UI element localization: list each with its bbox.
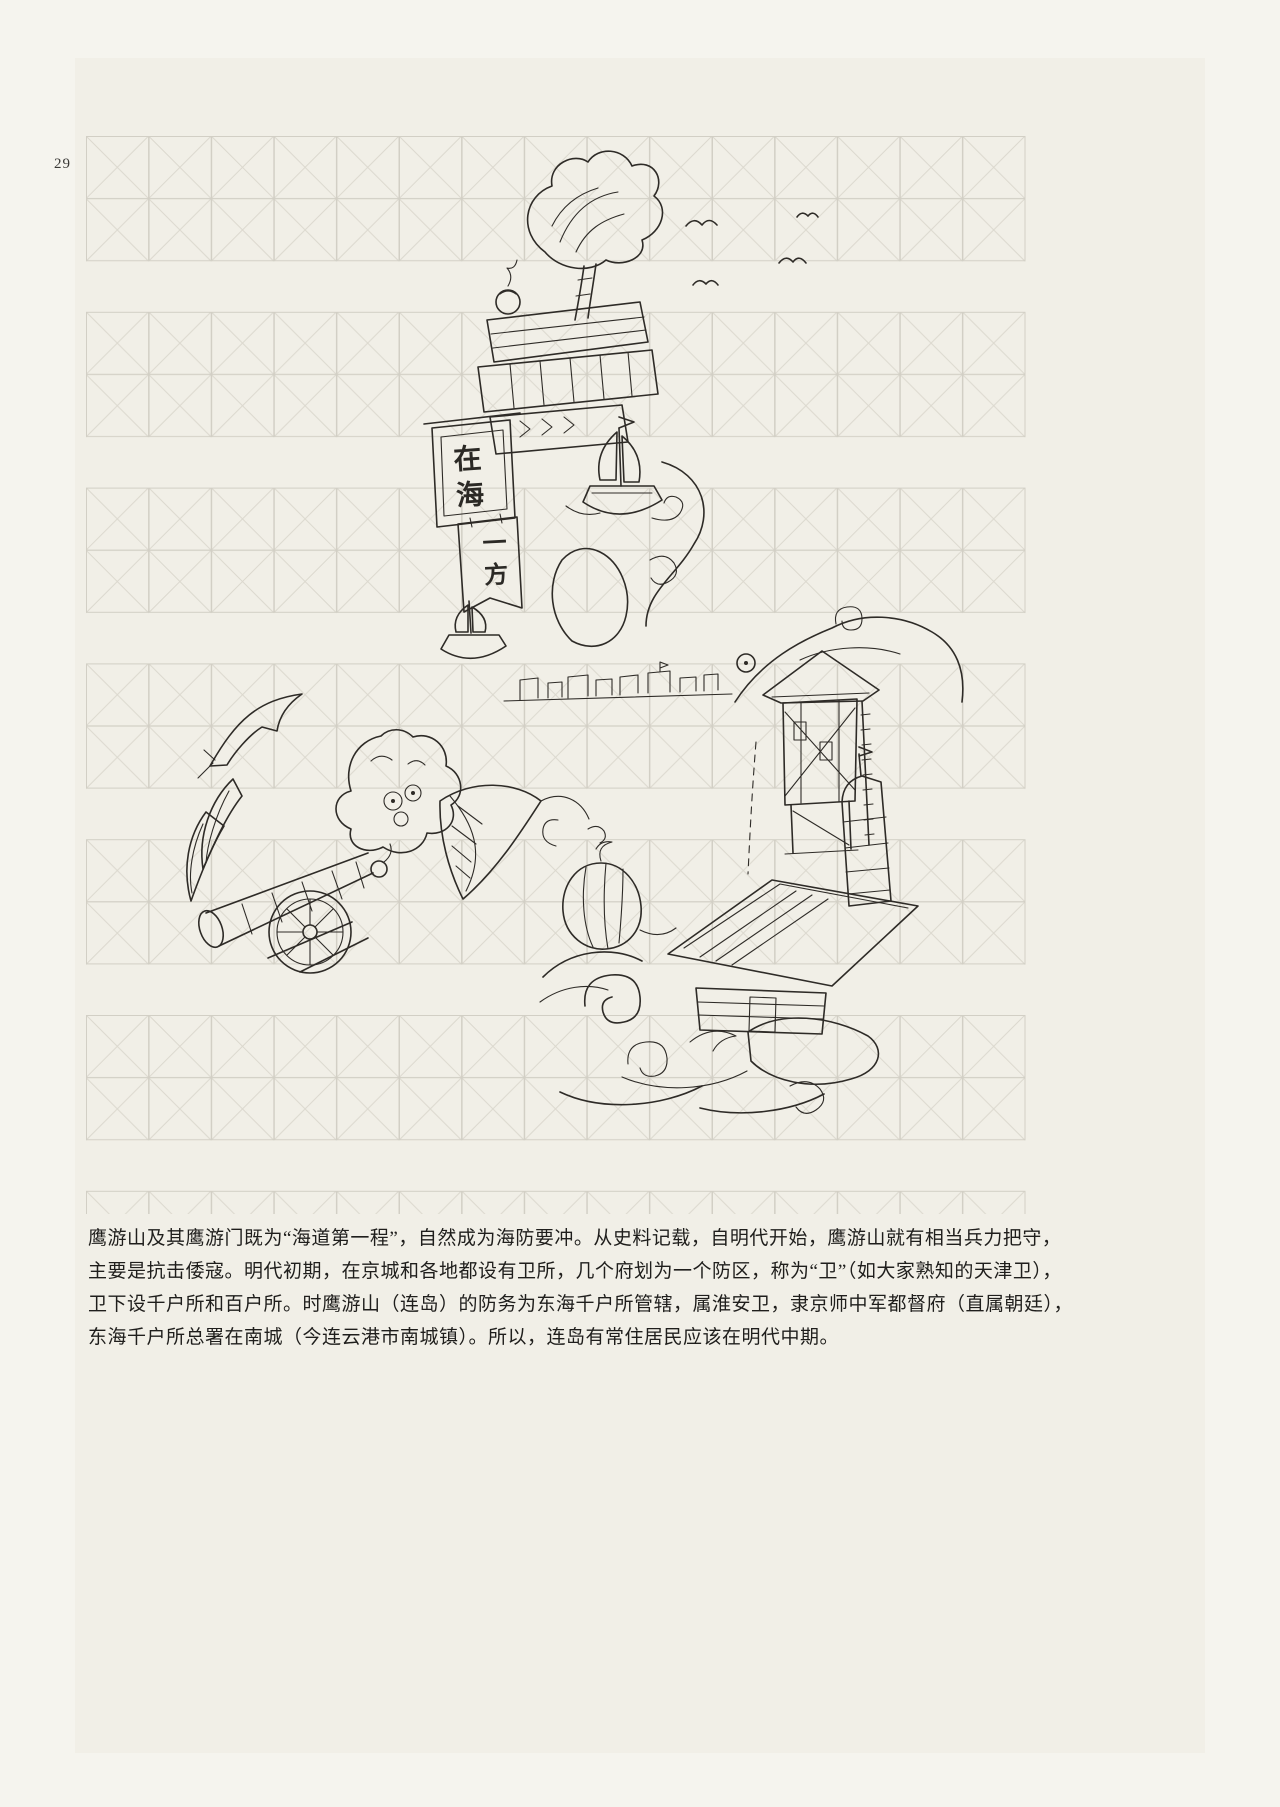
- sailing-ship: [565, 416, 684, 521]
- distant-town-row: [503, 661, 733, 702]
- palm-canopy: [526, 150, 664, 321]
- cannon: [197, 843, 392, 974]
- rock-base: [747, 1017, 880, 1085]
- banner-text-top: 在海: [448, 442, 485, 517]
- pagoda-tower: [841, 746, 892, 907]
- coastal-house: [667, 879, 919, 1035]
- banner-text-bottom: 一方: [477, 529, 507, 595]
- mid-swirl: [645, 461, 705, 627]
- vertical-banner: [423, 412, 523, 613]
- feather-leaves: [186, 778, 243, 902]
- sky-birds-icon: [685, 212, 819, 286]
- watchtower: [762, 650, 880, 855]
- small-boat: [440, 600, 507, 660]
- paragraph-line: 东海千户所总署在南城（今连云港市南城镇）。所以，连岛有常住居民应该在明代中期。: [88, 1327, 840, 1348]
- paragraph-line: 鹰游山及其鹰游门既为“海道第一程”，自然成为海防要冲。从史料记载，自明代开始，鹰…: [88, 1228, 1062, 1249]
- bottom-waves: [539, 951, 825, 1114]
- paragraph-line: 主要是抗击倭寇。明代初期，在京城和各地都设有卫所，几个府划为一个防区，称为“卫”…: [88, 1261, 1062, 1282]
- swallow-bird-icon: [197, 693, 303, 779]
- netted-basket: [551, 547, 629, 647]
- octopus-rock: [335, 728, 462, 854]
- paragraph-line: 卫下设千户所和百户所。时鹰游山（连岛）的防务为东海千户所管辖，属淮安卫，隶京师中…: [88, 1294, 1074, 1315]
- dashed-guide-line: [747, 741, 757, 875]
- stacked-crates: [477, 259, 659, 455]
- page-number: 29: [54, 156, 71, 172]
- body-paragraph: 鹰游山及其鹰游门既为“海道第一程”，自然成为海防要冲。从史料记载，自明代开始，鹰…: [88, 1222, 1074, 1354]
- big-leaf: [439, 784, 606, 900]
- striped-gourd: [542, 819, 677, 950]
- hill-and-sun: [734, 606, 964, 703]
